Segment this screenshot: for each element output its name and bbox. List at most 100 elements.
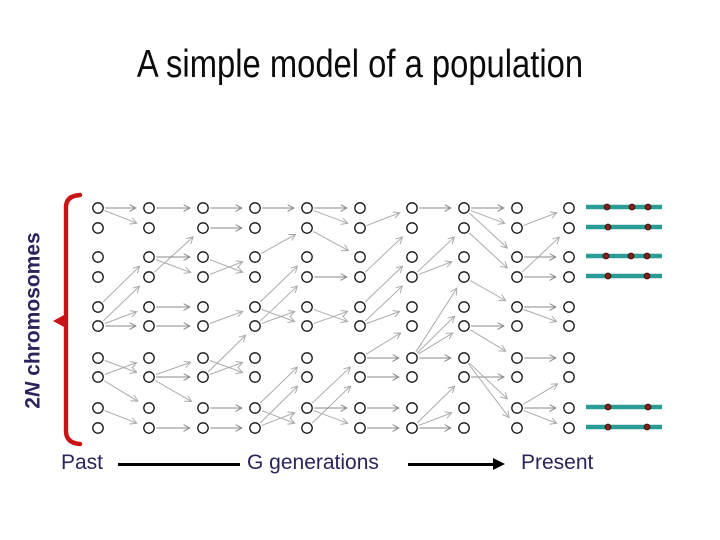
- descent-arrow: [468, 212, 507, 248]
- descent-arrow: [259, 386, 297, 424]
- descent-arrow: [261, 309, 295, 321]
- descent-arrow: [102, 286, 139, 322]
- chromosome-node: [511, 251, 523, 263]
- descent-arrow: [313, 210, 348, 224]
- chromosome-node: [249, 202, 261, 214]
- chromosome-node: [354, 352, 366, 364]
- chromosome-node: [92, 371, 104, 383]
- chromosome-node: [92, 352, 104, 364]
- chromosome-node: [197, 301, 209, 313]
- chromosome-node: [143, 271, 155, 283]
- chromosome-node: [406, 251, 418, 263]
- chromosome-node: [92, 320, 104, 332]
- chromosome-node: [458, 320, 470, 332]
- descent-arrow: [261, 410, 295, 424]
- descent-arrow: [104, 312, 137, 324]
- descent-arrow: [416, 316, 454, 354]
- descent-arrow: [104, 410, 137, 424]
- chromosome-node: [406, 222, 418, 234]
- chromosome-node: [197, 202, 209, 214]
- mutation-dot: [627, 252, 635, 260]
- chromosome-node: [354, 251, 366, 263]
- chromosome-node: [143, 402, 155, 414]
- descent-arrow: [103, 380, 138, 401]
- chromosome-node: [249, 422, 261, 434]
- descent-arrow: [153, 237, 193, 273]
- g-generations-label: G generations: [247, 451, 379, 474]
- chromosome-node: [458, 202, 470, 214]
- chromosome-node: [92, 251, 104, 263]
- chromosome-node: [458, 422, 470, 434]
- descent-arrow: [209, 312, 243, 324]
- chromosome-node: [511, 202, 523, 214]
- chromosome-node: [301, 402, 313, 414]
- descent-arrow: [313, 308, 348, 321]
- chromosome-node: [563, 301, 575, 313]
- chromosome-node: [563, 202, 575, 214]
- chromosome-node: [354, 271, 366, 283]
- mutation-dot: [643, 252, 651, 260]
- chromosome-node: [197, 320, 209, 332]
- chromosome-node: [354, 371, 366, 383]
- chromosome-node: [354, 320, 366, 332]
- chromosome-node: [511, 320, 523, 332]
- descent-arrow: [470, 280, 505, 301]
- chromosome-node: [143, 301, 155, 313]
- chromosome-node: [406, 422, 418, 434]
- descent-arrow: [364, 286, 402, 322]
- descent-arrow: [417, 333, 453, 355]
- descent-arrow: [259, 266, 297, 303]
- mutation-dot: [604, 423, 612, 431]
- descent-arrow: [259, 367, 297, 404]
- timeline-arrow-head-icon: [493, 458, 505, 470]
- nodes-layer: [92, 202, 575, 434]
- descent-arrow: [522, 384, 557, 405]
- descent-arrow: [418, 262, 452, 275]
- mutation-dot: [644, 403, 652, 411]
- descent-arrow: [416, 386, 454, 424]
- descent-arrow: [521, 237, 559, 273]
- chromosome-node: [197, 352, 209, 364]
- descent-arrow: [104, 360, 137, 373]
- chromosome-node: [511, 271, 523, 283]
- timeline-line: [118, 463, 240, 466]
- descent-arrow: [467, 363, 509, 418]
- chromosome-node: [406, 301, 418, 313]
- chromosome-node: [511, 301, 523, 313]
- chromosome-node: [354, 222, 366, 234]
- descent-arrow: [261, 234, 295, 254]
- descent-arrow: [102, 266, 139, 303]
- descent-arrow: [469, 329, 506, 351]
- chromosome-node: [406, 352, 418, 364]
- descent-arrow: [313, 311, 348, 325]
- mutation-dot: [603, 203, 611, 211]
- chromosome-node: [249, 320, 261, 332]
- chromosome-node: [197, 222, 209, 234]
- chromosome-node: [458, 251, 470, 263]
- chromosome-node: [92, 271, 104, 283]
- chromosome-node: [563, 222, 575, 234]
- descent-arrow: [311, 386, 350, 424]
- chromosome-node: [354, 402, 366, 414]
- descent-arrow: [311, 367, 350, 404]
- present-label: Present: [521, 451, 594, 474]
- chromosome-node: [92, 301, 104, 313]
- mutation-dot: [604, 223, 612, 231]
- descent-arrow: [468, 232, 507, 268]
- mutation-dot: [602, 252, 610, 260]
- chromosome-node: [197, 271, 209, 283]
- descent-arrow: [313, 410, 348, 424]
- chromosome-node: [143, 202, 155, 214]
- chromosome-node: [249, 371, 261, 383]
- chromosome-node: [354, 422, 366, 434]
- chromosome-node: [197, 251, 209, 263]
- chromosome-node: [354, 301, 366, 313]
- chromosome-node: [563, 352, 575, 364]
- descent-arrow: [154, 380, 191, 402]
- descent-arrow: [207, 335, 245, 373]
- descent-arrow: [104, 210, 137, 224]
- chromosome-node: [197, 402, 209, 414]
- descent-arrow: [523, 410, 557, 424]
- descent-arrow: [313, 231, 348, 250]
